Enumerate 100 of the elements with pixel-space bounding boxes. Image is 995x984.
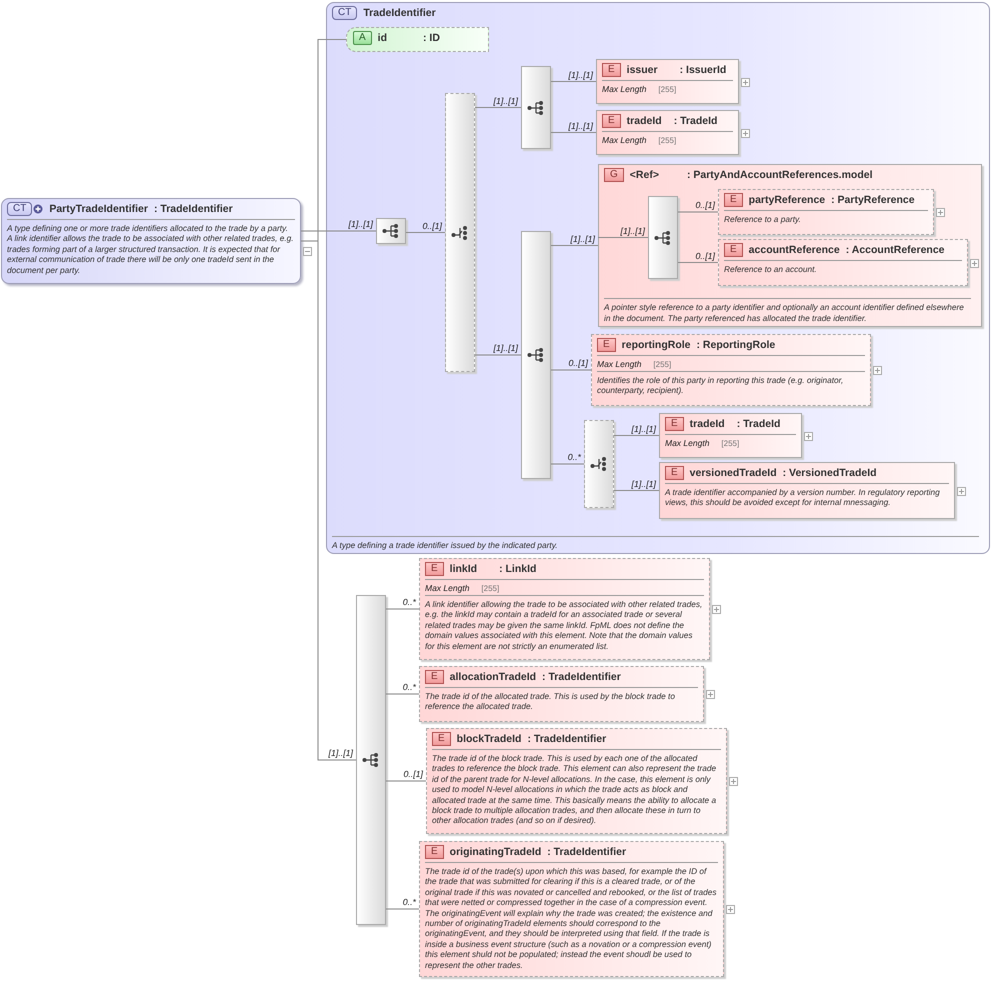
facet-label: Max Length — [597, 359, 642, 369]
cardinality-label: [1]..[1] — [632, 424, 656, 434]
compositor-box — [648, 196, 678, 279]
description-text: A type defining one or more trade identifiers allocated to the trade by a party. A link identifier allows the trade to be associated with other related trades, e.g. trades forming part of a larger structured transaction. It is expected that for external communication of trade there will be only one tradeId sent in the document per party. — [7, 222, 295, 276]
element-box — [419, 666, 704, 722]
component-name: originatingTradeId — [450, 846, 542, 858]
type-name: : TradeId — [674, 115, 718, 127]
cardinality-label: [1]..[1] — [494, 343, 518, 353]
type-badge: A — [353, 31, 372, 45]
type-badge: E — [425, 845, 444, 859]
cardinality-label: 0..* — [568, 452, 581, 462]
compositor-box — [376, 218, 406, 244]
group-box — [598, 164, 982, 327]
type-badge: E — [602, 63, 621, 77]
element-box — [596, 110, 739, 155]
connector-line — [598, 237, 648, 238]
facet-value: [255] — [721, 438, 740, 448]
type-badge: CT — [332, 6, 358, 20]
component-name: allocationTradeId — [450, 671, 536, 683]
type-badge: E — [425, 562, 444, 576]
type-badge: E — [665, 417, 684, 431]
description-text: The trade id of the allocated trade. This is used by the block trade to reference the allocated trade. — [425, 690, 676, 712]
type-name: : TradeId — [736, 418, 780, 430]
type-name: : TradeIdentifier — [154, 203, 233, 215]
type-name: : PartyReference — [831, 194, 915, 206]
description-text: Reference to a party. — [724, 213, 802, 224]
cardinality-label: [1]..[1] — [494, 96, 518, 106]
element-box — [659, 413, 802, 458]
cardinality-label: [1]..[1] — [328, 748, 353, 758]
type-name: : IssuerId — [680, 64, 726, 76]
cardinality-label: 0..[1] — [403, 769, 423, 779]
cardinality-label: [1]..[1] — [620, 226, 645, 236]
element-box — [419, 558, 710, 660]
type-name: : PartyAndAccountReferences.model — [686, 169, 873, 181]
type-badge: E — [432, 732, 451, 746]
connector-line — [474, 107, 522, 108]
description-text: A type defining a trade identifier issued by the indicated party. — [332, 536, 979, 550]
component-name: tradeId — [690, 418, 725, 430]
type-name: : TradeIdentifier — [542, 671, 621, 683]
component-name: linkId — [450, 563, 478, 575]
attribute-box — [346, 27, 489, 52]
component-name: versionedTradeId — [690, 467, 777, 479]
type-name: : TradeIdentifier — [547, 846, 626, 858]
cardinality-label: [1]..[1] — [570, 234, 595, 244]
compositor-box — [584, 420, 614, 508]
cardinality-label: 0..[1] — [695, 200, 715, 210]
connector-line — [474, 354, 522, 356]
compositor-box — [521, 231, 551, 479]
cardinality-label: 0..[1] — [695, 250, 715, 260]
element-box — [596, 59, 739, 104]
element-box — [659, 462, 955, 519]
cardinality-label: [1]..[1] — [632, 478, 656, 488]
type-badge: E — [665, 466, 684, 480]
compositor-box — [356, 595, 386, 925]
type-name: : AccountReference — [846, 244, 945, 256]
description-text: A pointer style reference to a party identifier and optionally an account identifier defined elsewhere in the document. The party referenced has allocated the trade identifier. — [604, 298, 971, 323]
type-badge: E — [602, 114, 621, 128]
connector-line — [406, 232, 446, 233]
type-name: : TradeIdentifier — [527, 733, 606, 745]
compositor-box — [521, 66, 551, 149]
cardinality-label: [1]..[1] — [348, 219, 373, 229]
element-box — [718, 189, 934, 235]
compositor-box — [445, 93, 475, 372]
type-badge: CT — [7, 202, 32, 216]
description-text: A trade identifier accompanied by a version number. In regulatory reporting views, this should be avoided except for internal mnessaging. — [665, 486, 941, 508]
cardinality-label: 0..* — [402, 597, 416, 607]
connector-line — [550, 81, 596, 82]
cardinality-label: 0..[1] — [568, 358, 588, 368]
component-name: id — [378, 32, 388, 44]
facet-label: Max Length — [602, 135, 646, 145]
connector-line — [386, 780, 426, 782]
facet-label: Max Length — [602, 84, 646, 94]
element-box — [718, 239, 968, 286]
connector-line — [614, 435, 660, 436]
facet-value: [255] — [481, 584, 500, 592]
description-text: A link identifier allowing the trade to be associated with other related trades, e.g. the linkId may contain a tradeId for an associated trade or several related trades may be given the same linkId. FpML does not define the domain values associated with this element. Note that the domain values for this element are not strictly an enumerated list. — [425, 598, 704, 652]
component-name: tradeId — [626, 115, 662, 127]
connector-line — [614, 490, 660, 491]
facet-label: Max Length — [425, 583, 470, 593]
cardinality-label: 0..* — [402, 682, 416, 692]
description-text: The trade id of the block trade. This is used by each one of the allocated trades to reference the block trade. This element can also represent the trade id of the parent trade for N-level allocations. In the case, this element is only used to model N-level allocations in which the trade acts as block and allocated trade at the same time. This basically means the ability to allocate a block trade to multiple allocation trades, and then allocate these in turn to other allocation trades (and so on if desired). — [432, 752, 718, 826]
facet-value: [255] — [658, 84, 676, 94]
type-name: : ReportingRole — [696, 339, 776, 351]
cardinality-label: 0..[1] — [422, 220, 442, 230]
type-name: : VersionedTradeId — [782, 467, 877, 479]
component-name: issuer — [626, 64, 658, 76]
component-name: accountReference — [748, 244, 840, 256]
component-name: <Ref> — [630, 169, 659, 181]
complex-type-box — [326, 2, 990, 554]
element-box — [591, 334, 871, 406]
complex-type-box — [1, 198, 301, 284]
cardinality-label: [1]..[1] — [568, 70, 593, 80]
element-box — [426, 728, 727, 834]
description-text: Identifies the role of this party in reporting this trade (e.g. originator, counterparty, recipient). — [597, 374, 844, 396]
element-box — [419, 841, 724, 977]
connector-line — [550, 132, 596, 133]
cardinality-label: 0..* — [402, 897, 416, 907]
facet-value: [255] — [653, 360, 672, 368]
type-badge: E — [724, 193, 743, 207]
connector-line — [550, 245, 598, 246]
